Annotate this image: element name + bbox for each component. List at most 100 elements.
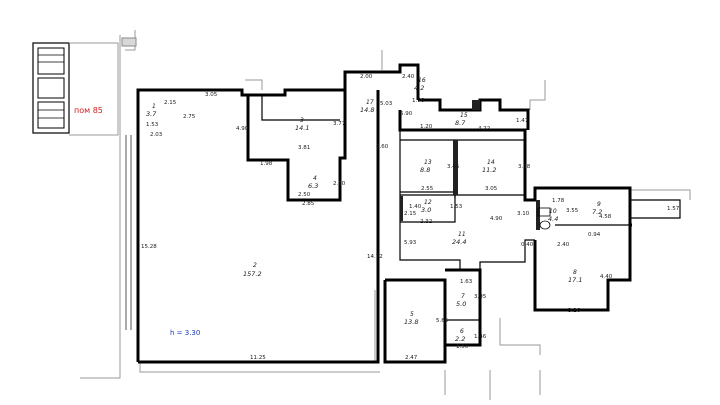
room-label: 8 17.1: [568, 269, 582, 284]
dimension-label: 5.90: [400, 111, 413, 117]
neighbour-tag: пом 85: [74, 106, 103, 115]
svg-text:5: 5: [410, 311, 414, 318]
dimension-label: 1.20: [420, 124, 433, 130]
room-label: 15 8.7: [455, 112, 468, 127]
svg-text:3.0: 3.0: [421, 206, 431, 214]
dimension-label: 0.60: [376, 144, 389, 150]
svg-text:14.1: 14.1: [295, 124, 309, 132]
dimension-label: 4.40: [600, 274, 613, 280]
svg-text:4.4: 4.4: [548, 215, 558, 223]
dimension-label: 3.05: [205, 92, 218, 98]
dimension-label: 3.77: [333, 121, 346, 127]
svg-text:4: 4: [313, 175, 317, 182]
surrounding-outline: [80, 30, 691, 400]
dimension-label: 11.25: [250, 355, 266, 361]
svg-text:3.7: 3.7: [146, 110, 157, 118]
svg-text:24.4: 24.4: [452, 238, 466, 246]
window-marks: [125, 135, 132, 330]
svg-text:4.2: 4.2: [414, 84, 424, 92]
svg-text:14.8: 14.8: [360, 106, 374, 114]
room-label: 5 13.8: [404, 311, 418, 326]
room-label: 6 2.2: [455, 328, 465, 343]
svg-text:11: 11: [458, 231, 466, 238]
dimension-label: 4.90: [490, 216, 503, 222]
dimension-label: 2.32: [420, 219, 432, 225]
dimension-label: 3.55: [566, 208, 579, 214]
dimension-label: 2.50: [333, 181, 346, 187]
svg-text:14: 14: [487, 159, 495, 166]
dimension-label: 0.40: [521, 242, 534, 248]
svg-text:11.2: 11.2: [482, 166, 496, 174]
dimension-labels: 3.05 2.15 1.53 2.03 2.75 4.90 3.81 1.98 …: [141, 74, 680, 361]
svg-text:157.2: 157.2: [243, 270, 262, 278]
room-label: 17 14.8: [360, 99, 374, 114]
svg-text:13: 13: [424, 159, 432, 166]
dimension-label: 3.26: [568, 308, 581, 314]
svg-text:12: 12: [424, 199, 432, 206]
dimension-label: 1.53: [450, 204, 463, 210]
room-label: 4 6.3: [308, 175, 318, 190]
dimension-label: 2.55: [421, 186, 434, 192]
dimension-label: 2.40: [557, 242, 570, 248]
room-label: 1 3.7: [146, 103, 157, 118]
dimension-label: 5.03: [380, 101, 393, 107]
room-label: 10 4.4: [548, 208, 558, 223]
svg-text:5.0: 5.0: [456, 300, 466, 308]
dimension-label: 3.18: [518, 164, 531, 170]
dimension-label: 4.58: [599, 214, 612, 220]
dimension-label: 5.93: [404, 240, 417, 246]
dimension-label: 4.22: [478, 126, 490, 132]
room-label: 13 8.8: [420, 159, 432, 174]
svg-text:16: 16: [418, 77, 426, 84]
svg-text:7.2: 7.2: [592, 208, 602, 216]
room-label: 14 11.2: [482, 159, 496, 174]
svg-text:1: 1: [152, 103, 156, 110]
svg-text:17.1: 17.1: [568, 276, 582, 284]
room-label: 2 157.2: [243, 262, 262, 278]
ceiling-height-note: h = 3.30: [170, 329, 200, 337]
dimension-label: 1.57: [667, 206, 680, 212]
room-label: 16 4.2: [414, 77, 426, 92]
dimension-label: 2.00: [360, 74, 373, 80]
dimension-label: 5.65: [436, 318, 449, 324]
bathroom-fixtures: [537, 207, 551, 230]
svg-text:6: 6: [460, 328, 464, 335]
dimension-label: 2.50: [298, 192, 311, 198]
dimension-label: 2.75: [183, 114, 196, 120]
dimension-label: 3.45: [447, 164, 460, 170]
svg-text:7: 7: [461, 293, 465, 300]
dimension-label: 1.50: [456, 344, 469, 350]
room-label: 9 7.2: [592, 201, 602, 216]
svg-text:8.8: 8.8: [420, 166, 430, 174]
svg-text:13.8: 13.8: [404, 318, 418, 326]
dimension-label: 3.95: [474, 294, 487, 300]
svg-text:6.3: 6.3: [308, 182, 318, 190]
dimension-label: 3.05: [485, 186, 498, 192]
dimension-label: 1.46: [474, 334, 487, 340]
dimension-label: 1.78: [552, 198, 565, 204]
dimension-label: 15.28: [141, 244, 157, 250]
dimension-label: 2.85: [302, 201, 315, 207]
dimension-label: 2.15: [404, 211, 417, 217]
svg-text:10: 10: [549, 208, 557, 215]
dimension-label: 2.40: [402, 74, 415, 80]
svg-text:8: 8: [573, 269, 577, 276]
svg-text:17: 17: [366, 99, 374, 106]
dimension-label: 1.76: [412, 98, 425, 104]
dimension-label: 2.47: [405, 355, 418, 361]
svg-text:2: 2: [253, 262, 257, 269]
dimension-label: 4.90: [236, 126, 249, 132]
dimension-label: 1.98: [260, 161, 273, 167]
svg-text:9: 9: [597, 201, 601, 208]
dimension-label: 2.03: [150, 132, 163, 138]
svg-text:8.7: 8.7: [455, 119, 466, 127]
svg-text:2.2: 2.2: [455, 335, 465, 343]
dimension-label: 3.81: [298, 145, 310, 151]
dimension-label: 3.10: [517, 211, 530, 217]
room-label: 12 3.0: [421, 199, 432, 214]
dimension-label: 1.53: [146, 122, 159, 128]
dimension-label: 1.47: [516, 118, 529, 124]
dimension-label: 14.72: [367, 254, 383, 260]
room-label: 7 5.0: [456, 293, 466, 308]
